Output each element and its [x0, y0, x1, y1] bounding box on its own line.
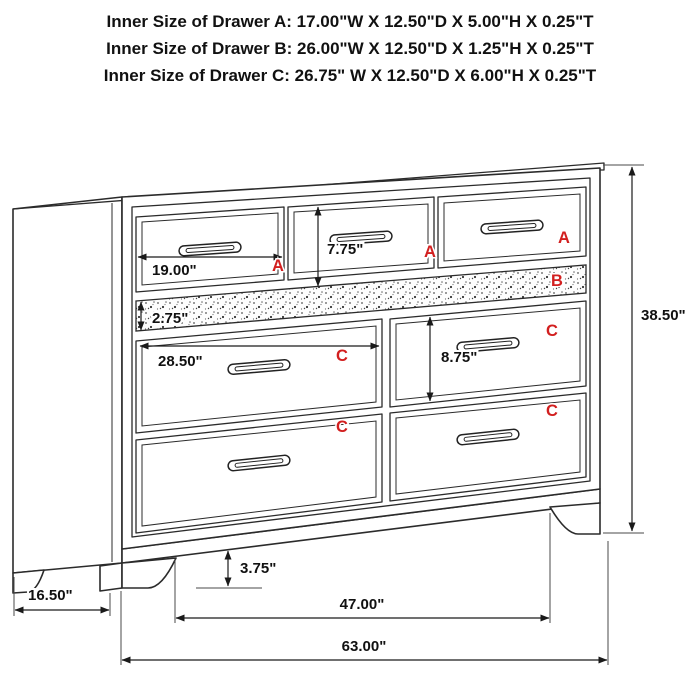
jewelry-tray-b-front	[135, 264, 587, 332]
dim-overall-height-label: 38.50"	[641, 307, 686, 324]
label-drawer-c-top-right: C	[546, 322, 558, 340]
front-left-foot-side	[99, 562, 123, 592]
drawer-a1-bevel	[141, 212, 279, 286]
label-drawer-c-top-left: C	[336, 347, 348, 365]
dimension-lines	[13, 164, 644, 665]
dim-overall-width-label: 63.00"	[342, 638, 387, 655]
drawer-letter-labels: A A A B C C C C	[271, 228, 572, 438]
drawer-c-bottom-right-bevel	[395, 399, 581, 495]
drawer-handle	[178, 241, 242, 257]
drawer-handle	[456, 428, 520, 446]
side-panel	[12, 196, 123, 574]
drawer-c-top-right-front	[389, 300, 587, 408]
label-drawer-c-bottom-left: C	[336, 418, 348, 436]
drawer-handle	[227, 454, 291, 472]
drawer-c-bottom-left-front	[135, 413, 383, 534]
front-left-foot	[121, 557, 177, 589]
back-left-foot	[12, 569, 45, 594]
dim-drawer-a-width-label: 19.00"	[152, 262, 197, 279]
drawer-handle	[329, 230, 393, 246]
dim-drawer-c-height-label: 8.75"	[441, 349, 477, 366]
dimension-labels: 19.00" 7.75" 2.75" 28.50" 8.75" 38.50" 3…	[26, 239, 688, 657]
label-drawer-a1: A	[272, 257, 284, 275]
label-tray-b: B	[551, 272, 563, 290]
drawer-a3-bevel	[443, 193, 581, 262]
dim-side-depth-label: 16.50"	[28, 587, 73, 604]
drawer-c-top-right-bevel	[395, 307, 581, 401]
spec-line-drawer-c: Inner Size of Drawer C: 26.75" W X 12.50…	[103, 66, 597, 85]
dim-foot-height-label: 3.75"	[240, 560, 276, 577]
drawer-c-top-left-bevel	[141, 325, 377, 427]
front-frame	[131, 177, 591, 538]
drawer-a2-bevel	[293, 203, 429, 274]
label-drawer-a2: A	[424, 243, 436, 261]
spec-line-drawer-a: Inner Size of Drawer A: 17.00"W X 12.50"…	[106, 12, 594, 31]
front-right-foot	[549, 502, 601, 535]
drawer-handle	[456, 336, 520, 354]
dim-tray-height-label: 2.75"	[152, 310, 188, 327]
drawer-c-bottom-right-front	[389, 392, 587, 502]
drawer-handle	[480, 219, 544, 235]
drawer-handle	[227, 358, 291, 376]
spec-header: Inner Size of Drawer A: 17.00"W X 12.50"…	[0, 8, 700, 89]
dim-top-section-height-label: 7.75"	[327, 241, 363, 258]
label-drawer-c-bottom-right: C	[546, 402, 558, 420]
dresser-drawing	[12, 162, 605, 594]
drawer-c-bottom-left-bevel	[141, 420, 377, 527]
spec-line-drawer-b: Inner Size of Drawer B: 26.00"W X 12.50"…	[106, 39, 594, 58]
dim-drawer-c-width-label: 28.50"	[158, 353, 203, 370]
label-drawer-a3: A	[558, 229, 570, 247]
dim-feet-span-label: 47.00"	[340, 596, 385, 613]
